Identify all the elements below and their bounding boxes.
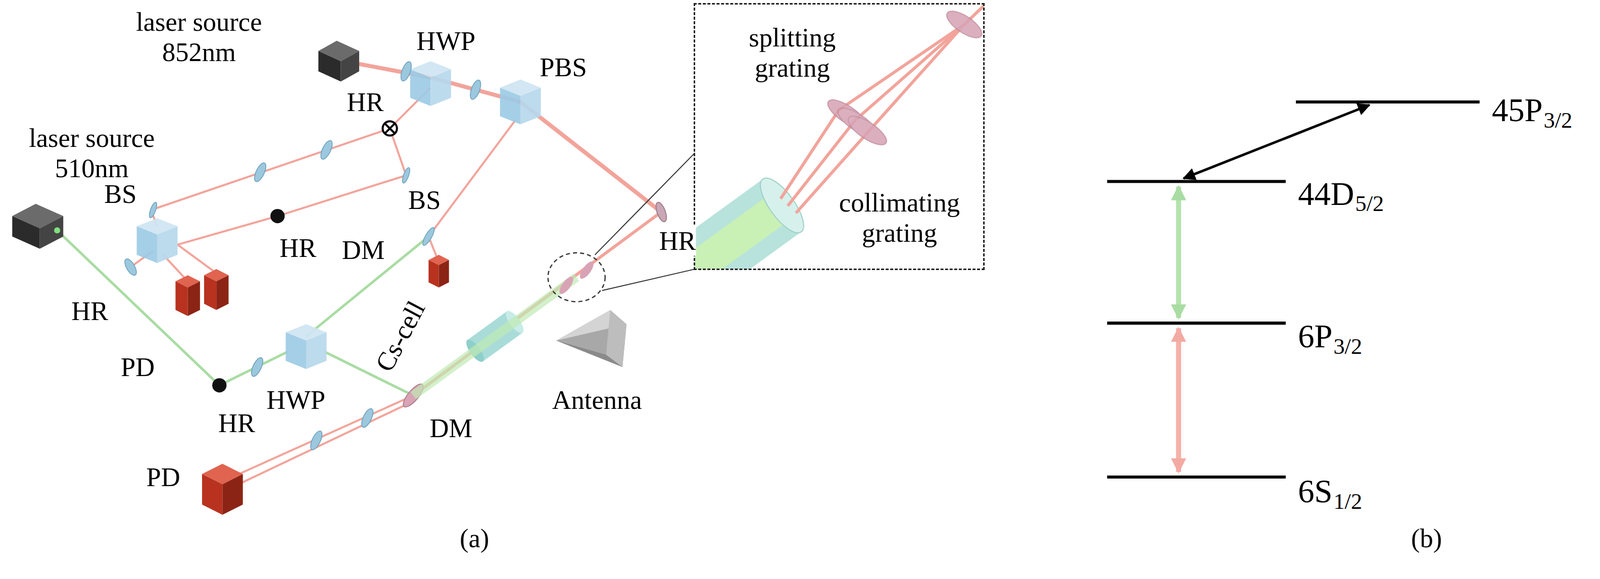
mirror: [122, 257, 139, 278]
photodiode: [187, 281, 201, 317]
lens: [252, 161, 269, 184]
mirror: [382, 121, 397, 136]
beam-splitter-cube: [157, 226, 178, 264]
lens: [468, 78, 483, 101]
laser-beam: [428, 120, 516, 258]
laser-aperture: [54, 227, 61, 234]
level-subscript: 3/2: [1333, 333, 1363, 360]
detector-label: PD: [146, 462, 181, 493]
grating: [577, 259, 597, 281]
energy-level: [1106, 321, 1286, 325]
beam-splitter-cube: [306, 332, 327, 370]
zoom-circle: [548, 253, 606, 303]
laser-beam: [151, 128, 391, 211]
grating: [557, 274, 576, 297]
beam-splitter-cube: [410, 69, 431, 107]
grating: [844, 111, 891, 150]
laser-label: laser source 510nm: [12, 122, 172, 184]
level-label: 6S: [1297, 472, 1333, 511]
component-caption: collimating grating: [839, 187, 960, 249]
photodiode: [428, 260, 439, 288]
level-label: 45P: [1491, 91, 1543, 129]
optic-label: HR: [71, 296, 109, 327]
optic-label: HR: [218, 408, 256, 439]
photodiode: [175, 281, 188, 317]
laser-beam: [177, 128, 406, 245]
beam-splitter-cube: [285, 332, 307, 370]
energy-level: [1295, 100, 1480, 104]
zoom-inset: splitting grating collimating grating: [693, 3, 985, 271]
level-label: 44D: [1297, 175, 1354, 213]
beam-splitter-cube: [136, 226, 158, 264]
laser-beam: [355, 63, 662, 213]
optic-label: BS: [408, 184, 441, 216]
lens: [359, 407, 376, 429]
antenna-label: Antenna: [552, 384, 643, 415]
photodiode: [222, 474, 243, 516]
panel-label: (b): [1411, 523, 1442, 554]
laser-beam: [413, 212, 662, 396]
optic-label: HR: [279, 232, 317, 264]
cell-label: Cs-cell: [368, 296, 431, 378]
optic-label: HWP: [266, 384, 326, 415]
optic-label: DM: [342, 234, 385, 266]
beam-splitter-cube: [520, 87, 541, 125]
optic-label: HWP: [416, 25, 476, 57]
laser-label: laser source 852nm: [119, 6, 279, 68]
optic-label: BS: [104, 178, 137, 209]
transition-arrow: [1183, 105, 1370, 179]
level-subscript: 3/2: [1543, 107, 1573, 134]
laser-source: [318, 51, 341, 82]
panel-label: (a): [459, 523, 490, 554]
beam-splitter-cube: [430, 69, 451, 107]
mirror: [653, 201, 669, 223]
lens: [318, 138, 335, 161]
energy-level: [1106, 179, 1286, 183]
dichroic-mirror: [420, 226, 437, 248]
laser-beam: [240, 404, 409, 484]
photodiode: [202, 474, 223, 516]
transition-arrow: [1176, 328, 1182, 473]
grating: [942, 6, 984, 43]
beam-splitter-plate: [401, 166, 412, 184]
waveplate: [398, 60, 414, 83]
transition-arrow: [1176, 186, 1182, 319]
mirror: [212, 378, 227, 393]
beam-splitter-cube: [500, 87, 521, 125]
level-label: 6P: [1297, 317, 1333, 356]
level-subscript: 1/2: [1333, 489, 1363, 515]
photodiode: [204, 275, 217, 311]
photodiode: [439, 260, 450, 288]
beam-splitter-plate: [148, 201, 159, 219]
laser-source: [39, 216, 64, 250]
energy-level: [1106, 475, 1286, 479]
mirror: [270, 209, 285, 224]
mirror: [384, 123, 395, 134]
optic-label: HR: [347, 86, 384, 118]
optic-label: DM: [429, 413, 473, 444]
laser-beam: [177, 245, 217, 274]
laser-beam: [413, 277, 577, 396]
lens: [308, 429, 325, 452]
waveplate: [249, 356, 266, 378]
zoom-line: [602, 269, 696, 291]
photodiode: [216, 275, 229, 311]
optic-label: HR: [659, 225, 697, 256]
laser-source: [341, 51, 360, 82]
detector-label: PD: [120, 352, 155, 383]
level-subscript: 5/2: [1354, 190, 1384, 217]
optic-label: PBS: [539, 52, 587, 83]
component-caption: splitting grating: [748, 22, 836, 84]
horn-antenna: [606, 310, 627, 368]
laser-source: [12, 216, 40, 250]
